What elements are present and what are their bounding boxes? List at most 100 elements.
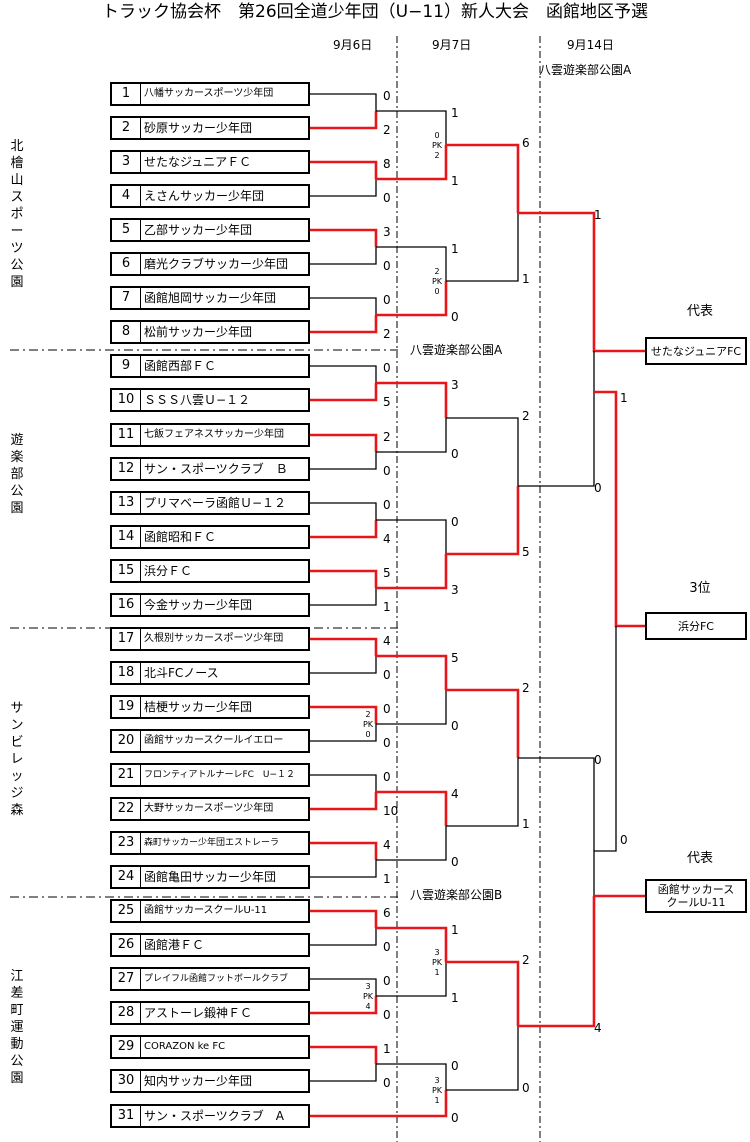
third-place-team: 浜分FC [645,612,747,640]
team-name: 久根別サッカースポーツ少年団 [144,633,284,644]
bracket-path [310,724,377,742]
team-name: サン・スポーツクラブ A [144,1109,284,1123]
team-name: プレイフル函館フットボールクラブ [144,974,289,984]
team-name: ＳＳＳ八雲Ｕ−１２ [144,393,251,407]
match-score: 1 [522,817,530,831]
winner-path [310,160,378,179]
bracket-path [376,962,447,997]
page-title: トラック協会杯 第26回全道少年団（U−11）新人大会 函館地区予選 [102,2,648,22]
winner-path [376,790,448,826]
pk-score: 2 [434,267,440,276]
winner-path [310,228,378,247]
match-score: 0 [451,1059,459,1073]
match-score: 4 [383,634,391,648]
date-round2: 9月7日 [432,38,472,52]
team-name: 松前サッカー少年団 [144,325,253,339]
match-score: 0 [383,89,391,103]
match-score: 4 [451,787,459,801]
pk-label: PK [362,720,374,729]
match-score: 0 [383,498,391,512]
team-name: 七飯フェアネスサッカー少年団 [144,429,284,440]
match-score: 0 [383,1076,391,1090]
match-score: 5 [522,545,530,559]
pk-label: PK [431,958,443,967]
third-place-label: 3位 [689,581,711,596]
match-score: 0 [383,736,391,750]
pk-score: 3 [365,982,371,991]
pk-score: 0 [434,131,440,140]
match-score: 0 [594,753,602,767]
team-number: 23 [112,833,141,853]
match-score: 5 [383,395,391,409]
winner-path [594,390,645,628]
match-score: 2 [522,681,530,695]
bracket-path [518,757,595,896]
bracket-path [376,826,447,861]
team-name: アストーレ鍛神ＦＣ [144,1006,253,1020]
match-score: 0 [451,447,459,461]
team-name: フロンティアトルナーレFC U−１２ [144,770,296,780]
match-score: 1 [383,1042,391,1056]
team-number: 8 [112,322,141,342]
representative-label-1: 代表 [686,304,713,319]
venue-label-mid-a: 八雲遊楽部公園A [410,343,503,357]
match-score: 0 [383,293,391,307]
team-number: 24 [112,867,141,887]
team-number: 12 [112,459,141,479]
pk-label: PK [362,992,374,1001]
team-name: 八幡サッカースポーツ少年団 [144,88,274,99]
match-score: 2 [383,430,391,444]
bracket-path [594,626,617,852]
team-name: プリマベーラ函館Ｕ−１２ [144,496,287,510]
bracket-path [310,365,377,383]
winner-path [376,926,448,962]
group-label-sunvillage: サンビレッジ森 [10,701,24,818]
winner-path [310,1090,448,1118]
match-score: 0 [383,702,391,716]
team-number: 10 [112,390,141,410]
team-name: 知内サッカー少年団 [144,1074,253,1088]
team-name: 函館昭和ＦＣ [144,530,217,544]
winner-path [310,520,378,539]
bracket-path [446,758,519,827]
representative-team-2: 函館サッカース クールU-11 [645,879,747,913]
winner-path [310,433,378,452]
bracket-path [310,774,377,792]
team-name: せたなジュニアＦＣ [144,155,252,169]
winner-path [310,705,378,724]
winner-path [376,381,448,418]
team-name: 乙部サッカー少年団 [144,223,253,237]
match-score: 3 [383,225,391,239]
winner-path [310,841,378,860]
winner-path [310,315,378,334]
bracket-path [310,247,377,265]
bracket-path [310,860,377,878]
team-name: 函館旭岡サッカー少年団 [144,291,277,305]
team-number: 16 [112,595,141,615]
team-number: 4 [112,186,141,206]
pk-score: 1 [434,1096,440,1105]
match-score: 6 [383,906,391,920]
team-number: 11 [112,425,141,445]
winner-path [376,145,448,181]
winner-path [310,996,378,1015]
pk-score: 0 [434,287,440,296]
date-round3: 9月14日 [567,38,614,52]
match-score: 0 [383,191,391,205]
